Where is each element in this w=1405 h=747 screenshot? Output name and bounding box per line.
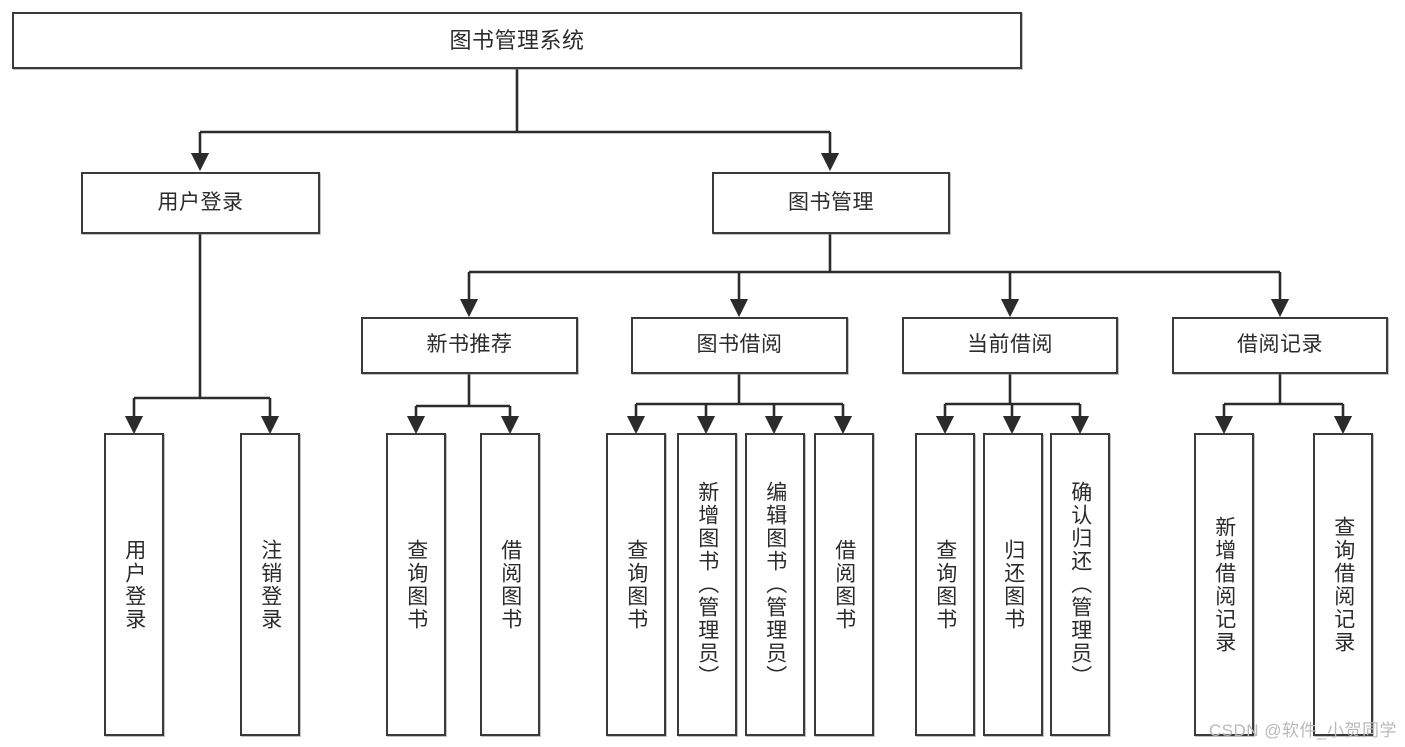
node-borrow-record[interactable]: 借阅记录 bbox=[1172, 317, 1388, 374]
node-label: 借阅记录 bbox=[1237, 333, 1323, 357]
leaf-current-confirm-return-admin[interactable]: 确认归还（管理员） bbox=[1050, 433, 1110, 736]
node-label: 新增图书（管理员） bbox=[695, 481, 719, 688]
node-book-borrow[interactable]: 图书借阅 bbox=[631, 317, 848, 374]
node-label: 新书推荐 bbox=[426, 333, 513, 357]
leaf-user-login-logout[interactable]: 注销登录 bbox=[240, 433, 300, 736]
node-book-management[interactable]: 图书管理 bbox=[712, 172, 950, 234]
node-label: 借阅图书 bbox=[832, 538, 856, 631]
node-label: 图书借阅 bbox=[696, 333, 783, 357]
leaf-borrow-edit-book-admin[interactable]: 编辑图书（管理员） bbox=[745, 433, 805, 736]
leaf-user-login-login[interactable]: 用户登录 bbox=[104, 433, 164, 736]
watermark: CSDN @软件_小贺同学 bbox=[1208, 721, 1397, 740]
node-current-borrow[interactable]: 当前借阅 bbox=[902, 317, 1118, 374]
node-label: 归还图书 bbox=[1001, 538, 1025, 631]
node-label: 查询借阅记录 bbox=[1331, 515, 1355, 654]
node-label: 查询图书 bbox=[624, 538, 648, 631]
node-label: 图书管理 bbox=[788, 190, 874, 214]
leaf-record-add-borrow-record[interactable]: 新增借阅记录 bbox=[1194, 433, 1254, 736]
node-label: 查询图书 bbox=[933, 538, 957, 631]
leaf-borrow-query-book[interactable]: 查询图书 bbox=[606, 433, 666, 736]
node-root-book-management-system[interactable]: 图书管理系统 bbox=[12, 12, 1022, 69]
node-label: 借阅图书 bbox=[498, 538, 522, 631]
node-label: 查询图书 bbox=[404, 538, 428, 631]
node-label: 新增借阅记录 bbox=[1212, 515, 1236, 654]
leaf-borrow-add-book-admin[interactable]: 新增图书（管理员） bbox=[677, 433, 737, 736]
node-new-book-recommend[interactable]: 新书推荐 bbox=[361, 317, 578, 374]
node-label: 图书管理系统 bbox=[449, 27, 585, 53]
leaf-borrow-borrow-book[interactable]: 借阅图书 bbox=[814, 433, 874, 736]
node-label: 注销登录 bbox=[258, 538, 282, 631]
node-label: 确认归还（管理员） bbox=[1068, 481, 1092, 688]
leaf-recommend-borrow-book[interactable]: 借阅图书 bbox=[480, 433, 540, 736]
node-label: 用户登录 bbox=[122, 538, 146, 631]
leaf-current-return-book[interactable]: 归还图书 bbox=[983, 433, 1043, 736]
node-user-login[interactable]: 用户登录 bbox=[81, 172, 320, 234]
leaf-record-query-borrow-record[interactable]: 查询借阅记录 bbox=[1313, 433, 1373, 736]
leaf-recommend-query-book[interactable]: 查询图书 bbox=[386, 433, 446, 736]
node-label: 编辑图书（管理员） bbox=[763, 481, 787, 688]
node-label: 用户登录 bbox=[157, 190, 244, 214]
node-label: 当前借阅 bbox=[967, 333, 1053, 357]
leaf-current-query-book[interactable]: 查询图书 bbox=[915, 433, 975, 736]
